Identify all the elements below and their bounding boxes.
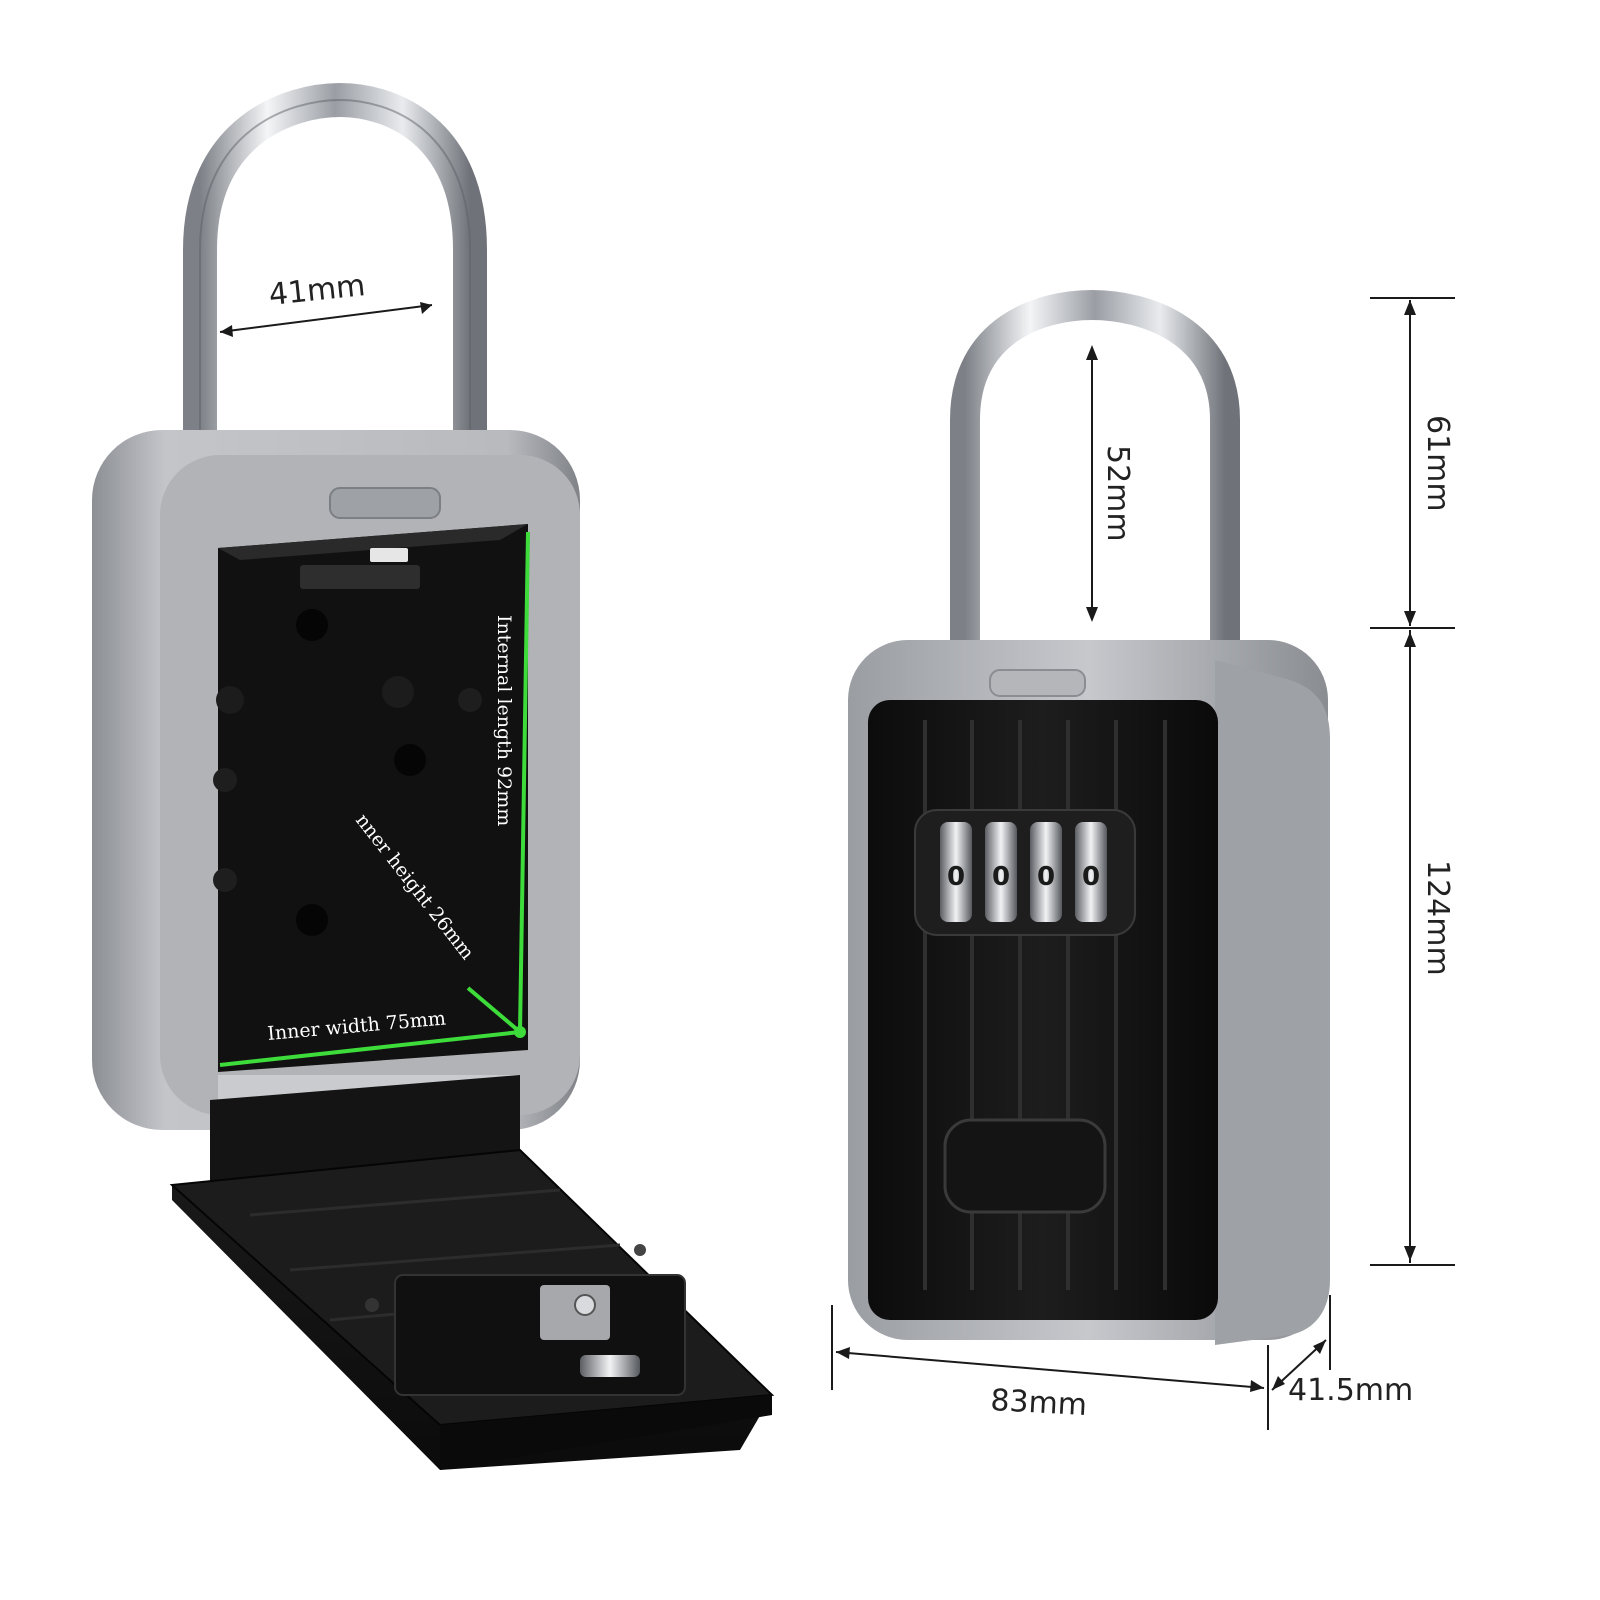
shackle-clearance-label: 52mm	[1100, 445, 1135, 542]
combination-dials: 0 0 0 0	[940, 822, 1107, 922]
closed-lockbox: 0 0 0 0	[848, 289, 1330, 1345]
dial-2[interactable]: 0	[985, 822, 1017, 922]
body-width-label: 83mm	[990, 1383, 1088, 1423]
width-depth-dimensions: 83mm 41.5mm	[831, 1295, 1413, 1430]
inner-length-label: Internal length 92mm	[493, 615, 515, 826]
dial-2-digit: 0	[992, 862, 1010, 892]
dial-4-digit: 0	[1082, 862, 1100, 892]
open-lockbox: Internal length 92mm nner height 26mm In…	[92, 82, 775, 1470]
dial-3-digit: 0	[1037, 862, 1055, 892]
dial-3[interactable]: 0	[1030, 822, 1062, 922]
shackle-clearance-dimension: 52mm	[1086, 345, 1135, 622]
shackle-width-dimension: 41mm	[219, 268, 433, 337]
release-button[interactable]	[943, 1118, 1107, 1214]
body-height-label: 124mm	[1420, 860, 1455, 976]
inner-cavity	[218, 524, 528, 1072]
dial-1-digit: 0	[947, 862, 965, 892]
shackle-height-label: 61mm	[1420, 415, 1455, 512]
shackle-width-label: 41mm	[267, 268, 367, 313]
right-shackle	[950, 289, 1240, 650]
dial-4[interactable]: 0	[1075, 822, 1107, 922]
body-depth-label: 41.5mm	[1288, 1373, 1413, 1408]
dial-1[interactable]: 0	[940, 822, 972, 922]
height-dimensions: 61mm 124mm	[1370, 297, 1455, 1266]
